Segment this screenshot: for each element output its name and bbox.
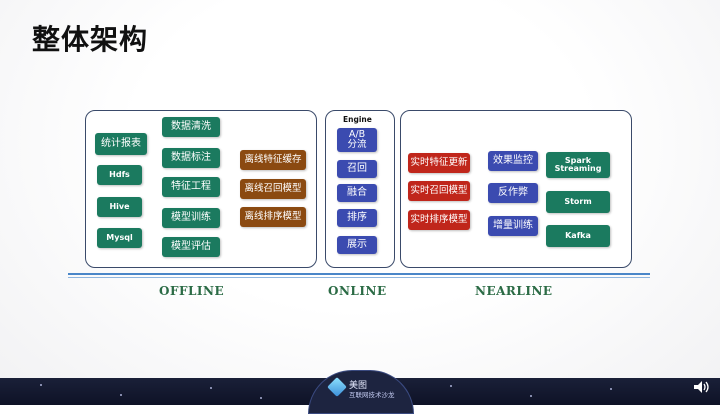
- star-decoration: [40, 384, 42, 386]
- nearline-feature-update[interactable]: 实时特征更新: [408, 153, 470, 173]
- nearline-ranking-model[interactable]: 实时排序模型: [408, 210, 470, 230]
- nearline-kafka[interactable]: Kafka: [546, 225, 610, 247]
- star-decoration: [530, 395, 532, 397]
- engine-label: Engine: [343, 115, 372, 124]
- footer-logo-subtitle: 互联网技术沙龙: [349, 391, 395, 399]
- offline-stat-report[interactable]: 统计报表: [95, 133, 147, 155]
- offline-recall-model[interactable]: 离线召回模型: [240, 179, 306, 199]
- offline-model-evaluation[interactable]: 模型评估: [162, 237, 220, 257]
- offline-feature-cache[interactable]: 离线特征缓存: [240, 150, 306, 170]
- online-ranking[interactable]: 排序: [337, 209, 377, 227]
- offline-data-cleaning[interactable]: 数据清洗: [162, 117, 220, 137]
- online-recall[interactable]: 召回: [337, 160, 377, 178]
- nearline-spark-streaming[interactable]: Spark Streaming: [546, 152, 610, 178]
- section-label-nearline: NEARLINE: [475, 284, 553, 298]
- speaker-icon[interactable]: [693, 380, 711, 394]
- offline-feature-engineering[interactable]: 特征工程: [162, 177, 220, 197]
- offline-hive[interactable]: Hive: [97, 197, 142, 217]
- online-display[interactable]: 展示: [337, 236, 377, 254]
- offline-data-labeling[interactable]: 数据标注: [162, 148, 220, 168]
- offline-hdfs[interactable]: Hdfs: [97, 165, 142, 185]
- section-label-online: ONLINE: [328, 284, 387, 298]
- star-decoration: [260, 397, 262, 399]
- nearline-monitoring[interactable]: 效果监控: [488, 151, 538, 171]
- separator-line: [68, 273, 650, 275]
- offline-ranking-model[interactable]: 离线排序模型: [240, 207, 306, 227]
- online-ab-split-label: A/B 分流: [347, 129, 367, 150]
- separator-line-thin: [68, 277, 650, 278]
- offline-mysql[interactable]: Mysql: [97, 228, 142, 248]
- footer-logo-title: 美图: [349, 381, 368, 391]
- nearline-recall-model[interactable]: 实时召回模型: [408, 181, 470, 201]
- offline-model-training[interactable]: 模型训练: [162, 208, 220, 228]
- online-fusion[interactable]: 融合: [337, 184, 377, 202]
- star-decoration: [210, 387, 212, 389]
- online-ab-split[interactable]: A/B 分流: [337, 128, 377, 152]
- star-decoration: [450, 385, 452, 387]
- page-title: 整体架构: [32, 23, 149, 56]
- nearline-storm[interactable]: Storm: [546, 191, 610, 213]
- nearline-incremental-training[interactable]: 增量训练: [488, 216, 538, 236]
- star-decoration: [120, 394, 122, 396]
- nearline-anti-cheat[interactable]: 反作弊: [488, 183, 538, 203]
- nearline-spark-streaming-label: Spark Streaming: [554, 155, 602, 173]
- section-label-offline: OFFLINE: [159, 284, 225, 298]
- star-decoration: [610, 388, 612, 390]
